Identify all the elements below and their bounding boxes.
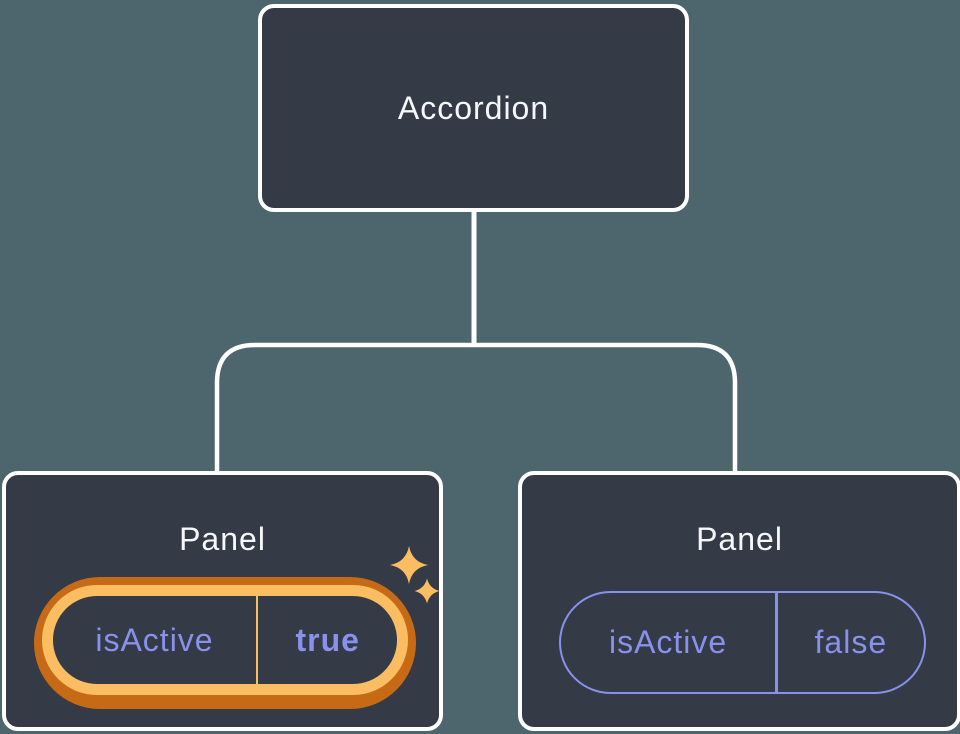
sparkle-star-small — [414, 578, 440, 604]
state-value-label: false — [814, 624, 888, 660]
sparkles-icon — [390, 546, 440, 604]
sparkle-star-large — [390, 546, 428, 584]
panel-node-active: Panel isActive true — [2, 471, 443, 731]
pill-divider — [775, 593, 778, 692]
pill-divider — [255, 596, 259, 684]
panel-node-label: Panel — [179, 521, 266, 557]
state-pill-active-ring: isActive true — [42, 585, 408, 695]
accordion-node: Accordion — [258, 4, 689, 212]
state-value-label: true — [295, 621, 360, 658]
accordion-node-label: Accordion — [397, 89, 550, 126]
panel-node-label: Panel — [696, 521, 783, 557]
children-branch-line — [214, 342, 738, 475]
state-pill-inactive: isActive false — [559, 591, 926, 694]
state-key-label: isActive — [608, 624, 728, 660]
state-key-label: isActive — [95, 621, 214, 658]
panel-node-inactive: Panel isActive false — [518, 471, 960, 731]
state-pill-active-body: isActive true — [53, 596, 397, 684]
state-pill-active: isActive true — [34, 577, 416, 709]
